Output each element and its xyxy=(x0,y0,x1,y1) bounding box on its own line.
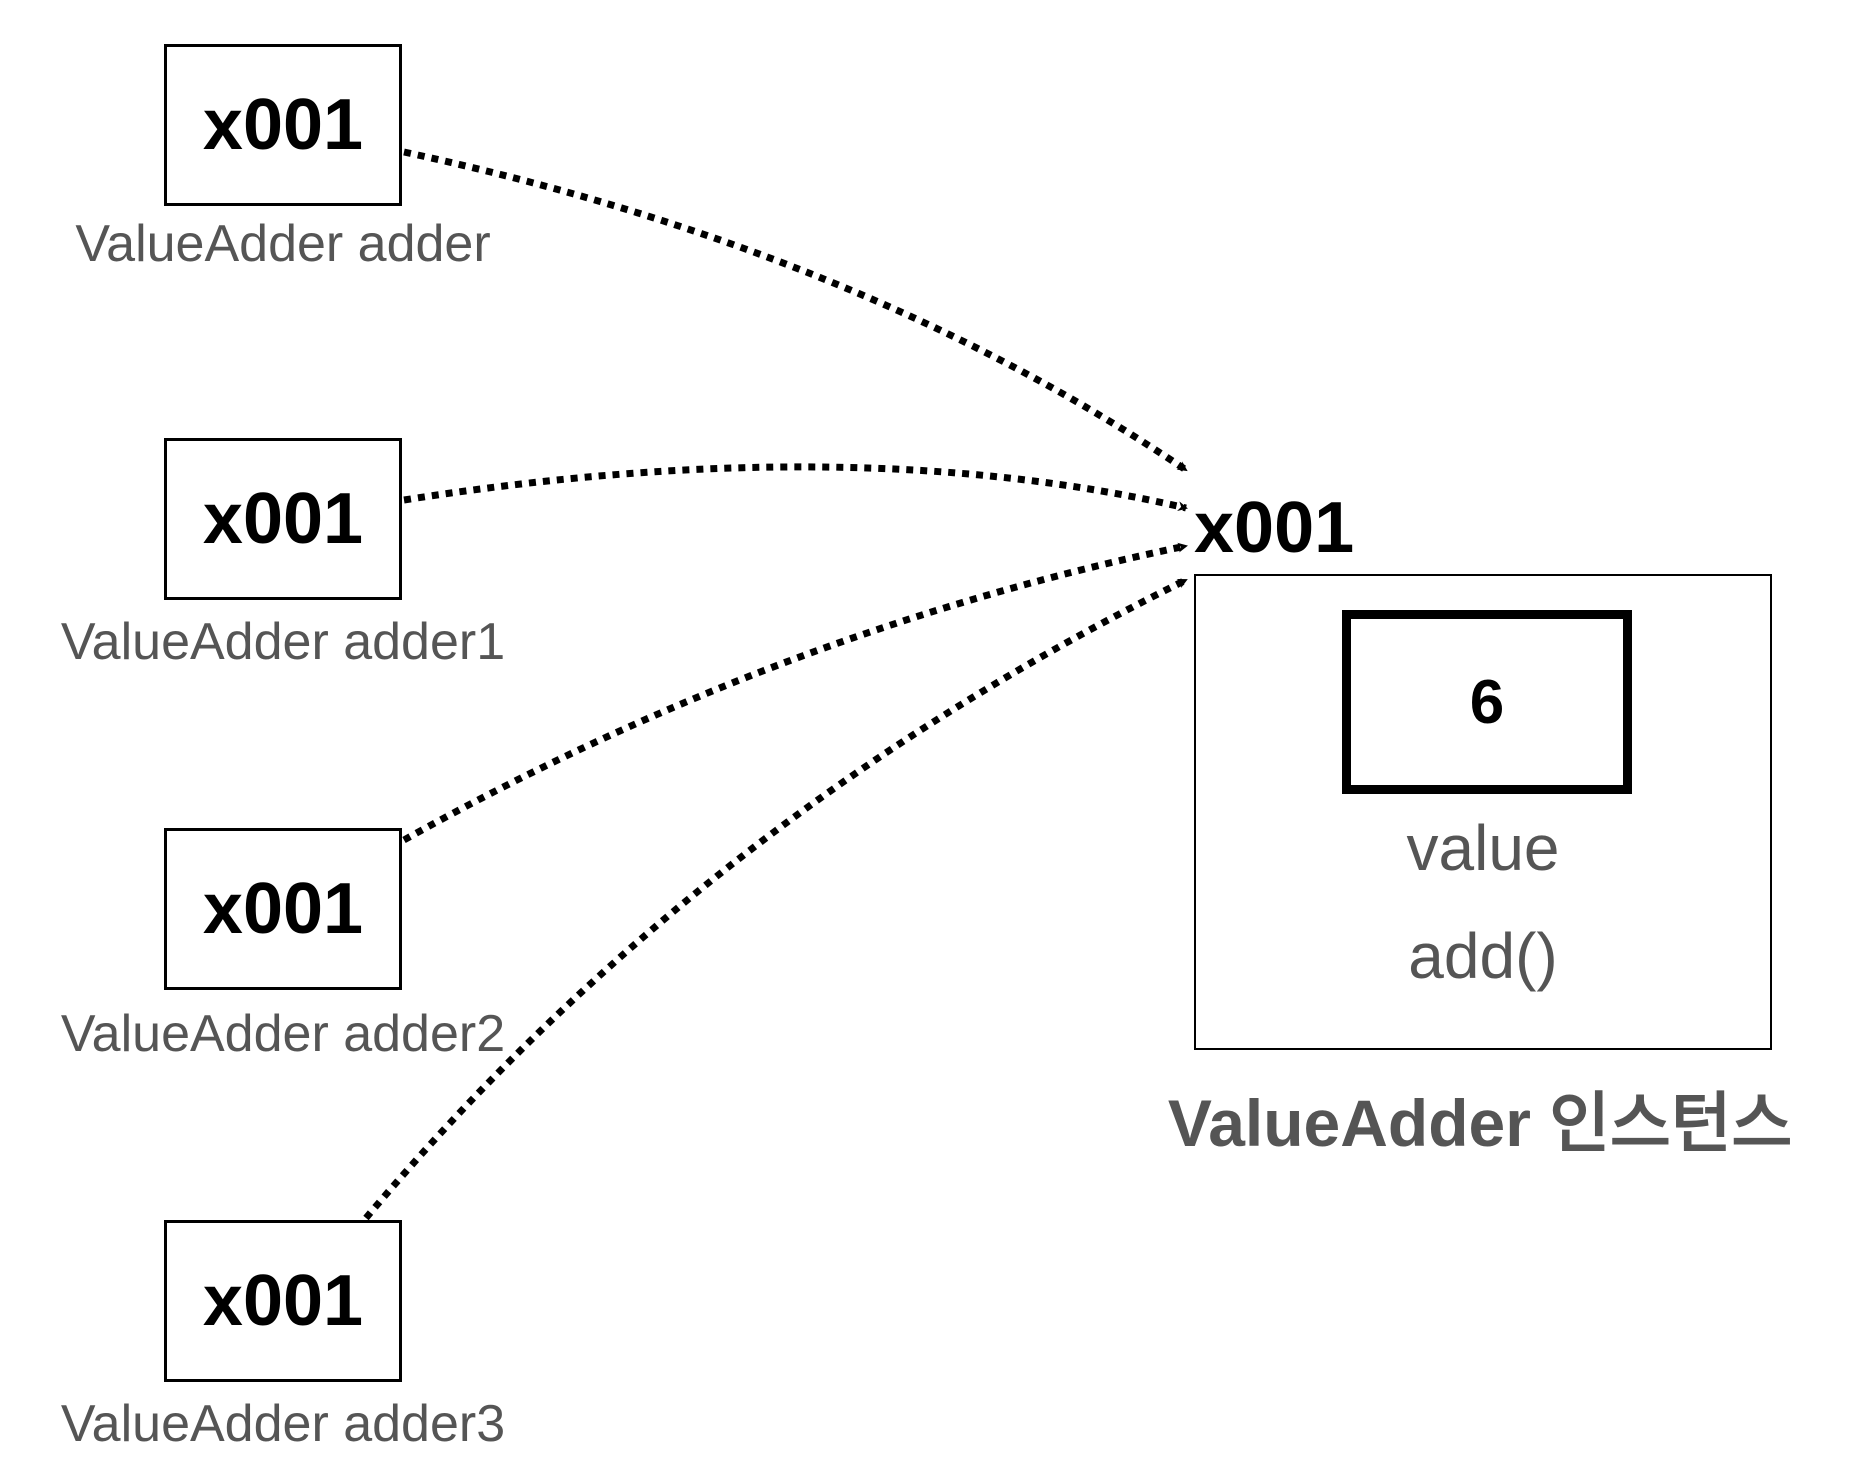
field-value: 6 xyxy=(1469,667,1505,737)
reference-label-adder3: ValueAdder adder3 xyxy=(60,1395,506,1453)
instance-box: 6 value add() xyxy=(1194,574,1772,1050)
reference-address: x001 xyxy=(202,869,364,949)
reference-label-adder1: ValueAdder adder1 xyxy=(60,613,506,671)
field-value-box: 6 xyxy=(1342,610,1632,794)
reference-box-adder3: x001 xyxy=(164,1220,402,1382)
reference-label-adder: ValueAdder adder xyxy=(75,215,491,273)
arrow-adder2 xyxy=(402,542,1188,844)
reference-box-adder1: x001 xyxy=(164,438,402,600)
reference-address: x001 xyxy=(202,85,364,165)
arrow-adder3 xyxy=(363,576,1188,1221)
reference-address: x001 xyxy=(202,479,364,559)
reference-address: x001 xyxy=(202,1261,364,1341)
method-name: add() xyxy=(1408,920,1558,992)
arrow-adder xyxy=(403,148,1188,473)
instance-address: x001 xyxy=(1194,488,1355,568)
instance-caption: ValueAdder 인스턴스 xyxy=(1167,1086,1793,1160)
arrow-adder1 xyxy=(403,463,1188,512)
reference-box-adder: x001 xyxy=(164,44,402,206)
reference-label-adder2: ValueAdder adder2 xyxy=(60,1005,506,1063)
field-name: value xyxy=(1406,812,1560,884)
reference-box-adder2: x001 xyxy=(164,828,402,990)
